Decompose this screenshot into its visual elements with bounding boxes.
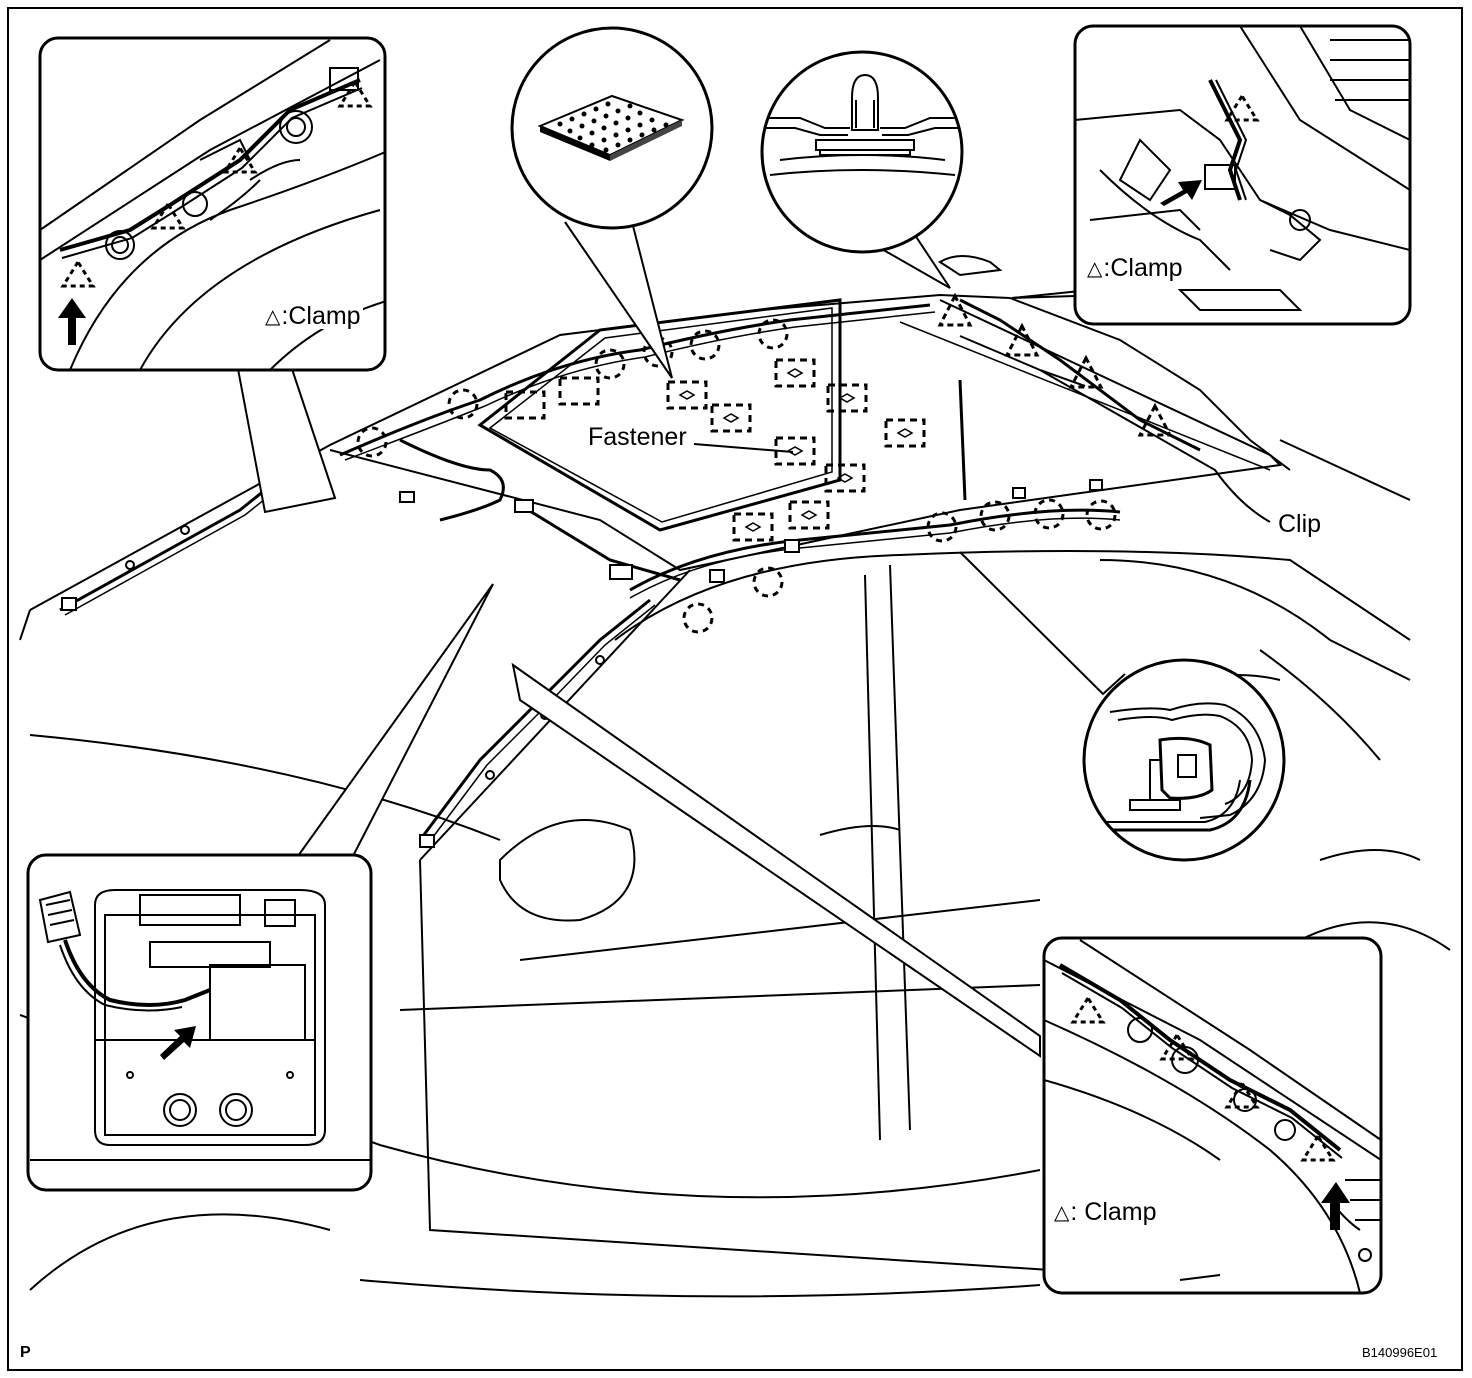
inset-center-pillar	[1042, 936, 1383, 1295]
inset-map-lamp-connector	[26, 853, 373, 1192]
clip-marker	[356, 426, 388, 458]
callout-clip-section	[1082, 658, 1286, 862]
fastener-marker	[788, 500, 830, 530]
callout-pointers	[237, 219, 1126, 1058]
clip-markers	[356, 318, 1117, 634]
clip-marker	[689, 329, 721, 361]
fastener-marker	[732, 512, 774, 542]
leader-lines	[693, 335, 1271, 523]
fastener-marker	[826, 383, 868, 413]
fastener-markers	[504, 358, 926, 542]
figure-code: B140996E01	[1362, 1345, 1438, 1360]
figure-frame	[7, 7, 1463, 1371]
clip-label: Clip	[1276, 510, 1324, 538]
fastener-diamonds	[678, 368, 914, 532]
fastener-marker	[558, 376, 600, 406]
clamp-marker	[937, 292, 973, 327]
arrow-icon	[1160, 180, 1202, 206]
side-rail-brackets	[399, 479, 1103, 583]
clip-marker	[682, 602, 714, 634]
callout-fastener-pad	[510, 26, 714, 230]
triangle-icon: △	[1054, 1202, 1070, 1224]
clip-marker	[926, 511, 958, 543]
pillar-connectors	[61, 483, 605, 848]
fastener-marker	[504, 390, 546, 420]
callout-push-clip	[760, 50, 964, 254]
corner-mark: P	[20, 1344, 31, 1361]
clip-marker	[979, 500, 1011, 532]
arrow-icon	[160, 1026, 196, 1060]
fastener-label: Fastener	[586, 423, 689, 451]
inset-front-left-pillar	[38, 36, 387, 372]
clamp-legend-bottom-right: △: Clamp	[1052, 1198, 1159, 1226]
clip-marker	[447, 388, 479, 420]
arrow-icon	[1321, 1182, 1350, 1230]
triangle-icon: △	[265, 306, 281, 328]
clip-marker	[752, 566, 784, 598]
clip-marker	[1033, 498, 1065, 530]
clamp-legend-top-right: △:Clamp	[1085, 254, 1185, 282]
triangle-icon: △	[1087, 258, 1103, 280]
fastener-marker	[666, 380, 708, 410]
fastener-marker	[774, 358, 816, 388]
clamp-legend-top-left: △:Clamp	[263, 302, 363, 330]
fastener-marker	[710, 403, 752, 433]
inset-rear-right-pillar	[1073, 24, 1412, 326]
clip-marker	[594, 348, 626, 380]
clip-marker	[1085, 499, 1117, 531]
clip-marker	[757, 318, 789, 350]
clip-marker	[642, 336, 674, 368]
arrow-icon	[58, 298, 86, 345]
fastener-marker	[884, 418, 926, 448]
fastener-marker	[824, 463, 866, 493]
